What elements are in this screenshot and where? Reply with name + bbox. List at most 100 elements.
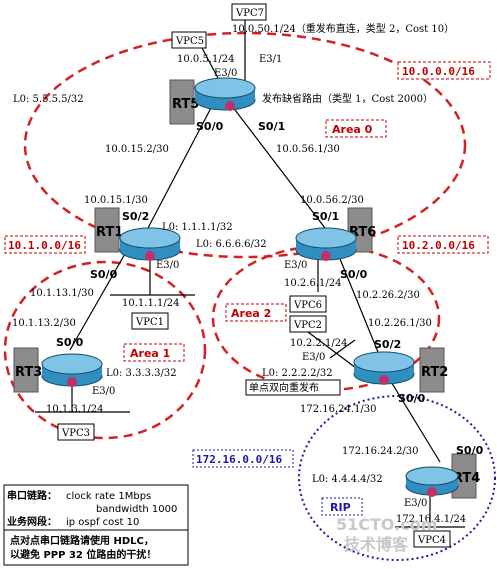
- rt3-e30: E3/0: [92, 386, 115, 397]
- ip-10-1-13-2: 10.1.13.2/30: [12, 318, 76, 329]
- router-rt1[interactable]: RT1: [94, 207, 181, 261]
- note-biz-title: 业务网段：: [7, 515, 57, 528]
- link-rt5-rt6: [231, 105, 326, 229]
- router-rt4[interactable]: RT4: [405, 453, 480, 499]
- vpc6-box[interactable]: [289, 295, 327, 313]
- router-rt6[interactable]: RT6: [295, 207, 376, 261]
- watermark-line1: 51CTO.com: [336, 515, 437, 534]
- router-rt4-top: [405, 466, 459, 486]
- router-rt1-label: RT1: [96, 225, 123, 240]
- net-10-0-box: [397, 61, 491, 80]
- net-10-2-box: [397, 235, 489, 254]
- router-rt1-box: [94, 207, 120, 253]
- link-rt2-vpc2: [307, 331, 357, 369]
- rip-boundary: [298, 395, 496, 561]
- rt5-s01: S0/1: [258, 120, 285, 133]
- area0-label-box: [325, 119, 387, 138]
- ip-10-2-2-1: 10.2.2.1/24: [290, 338, 347, 349]
- rt5-lo: L0: 5.5.5.5/32: [13, 94, 84, 105]
- rt2-redist-box: [245, 379, 341, 396]
- router-rt5-badge: [225, 101, 235, 111]
- vpc7-box[interactable]: [231, 3, 267, 21]
- note-ptp-l2: 以避免 PPP 32 位路由的干扰！: [10, 548, 156, 561]
- router-rt5-top: [194, 77, 256, 99]
- rt5-e30-ip: 10.0.5.1/24: [177, 54, 234, 65]
- rt5-e30: E3/0: [214, 68, 237, 79]
- rip-label: RIP: [330, 501, 351, 514]
- router-rt3[interactable]: RT3: [13, 347, 103, 393]
- link-rt5-rt1: [147, 105, 213, 229]
- rt3-lo: L0: 3.3.3.3/32: [106, 368, 177, 379]
- watermark: 51CTO.com 技术博客: [336, 515, 437, 554]
- link-rt2-bus: [329, 339, 356, 359]
- net-172-label: 172.16.0.0/16: [196, 453, 282, 466]
- router-rt3-label: RT3: [15, 365, 42, 380]
- rt4-e30: E3/0: [404, 498, 427, 509]
- area-labels: Area 0 Area 1 Area 2 RIP: [123, 119, 387, 516]
- router-rt3-top: [41, 353, 103, 375]
- rt5-e31-ip: 10.0.50.1/24（重发布直连，类型 2，Cost 10）: [232, 22, 454, 35]
- link-rt5-vpc5: [199, 43, 221, 83]
- vpc6-label: VPC6: [293, 300, 322, 311]
- net-10-0-label: 10.0.0.0/16: [402, 65, 475, 78]
- rt5-e31: E3/1: [259, 54, 282, 65]
- net-10-1-label: 10.1.0.0/16: [8, 239, 81, 252]
- links: [35, 20, 465, 528]
- rt6-s00: S0/0: [340, 268, 368, 281]
- ip-172-16-4-1: 172.16.4.1/24: [396, 514, 466, 525]
- rt1-e30: E3/0: [156, 260, 179, 271]
- interface-labels: 10.0.50.1/24（重发布直连，类型 2，Cost 10） 10.0.5.…: [12, 22, 484, 525]
- net-10-2-label: 10.2.0.0/16: [402, 239, 475, 252]
- ip-10-0-15-2: 10.0.15.2/30: [105, 144, 169, 155]
- area2-label: Area 2: [231, 307, 271, 320]
- rt1-s00: S0/0: [90, 268, 118, 281]
- router-rt3-box: [13, 347, 39, 393]
- vpc3-box[interactable]: [57, 423, 95, 441]
- vpc2-box[interactable]: [289, 315, 327, 333]
- router-rt2-top: [353, 351, 415, 373]
- vpc1-label: VPC1: [135, 317, 164, 328]
- rt2-s02: S0/2: [374, 338, 401, 351]
- note-biz-l1: ip ospf cost 10: [66, 517, 139, 528]
- area2-label-box: [225, 303, 287, 322]
- note-serial-l2: bandwidth 1000: [96, 504, 177, 515]
- rt5-s00: S0/0: [196, 120, 224, 133]
- router-rt2[interactable]: RT2: [353, 347, 448, 393]
- vpc1-box[interactable]: [131, 312, 169, 330]
- vpc2-label: VPC2: [293, 320, 322, 331]
- rt6-s01: S0/1: [312, 210, 339, 223]
- link-rt1-rt3: [69, 251, 127, 351]
- area-1-boundary: [3, 260, 207, 440]
- ip-10-1-13-1: 10.1.13.1/30: [30, 288, 94, 299]
- area0-label: Area 0: [332, 123, 373, 136]
- watermark-line2: 技术博客: [344, 535, 409, 554]
- area1-label-box: [123, 343, 185, 362]
- rt5-default: 发布缺省路由（类型 1，Cost 2000）: [262, 92, 433, 105]
- router-rt2-label: RT2: [421, 365, 448, 380]
- net-172-box: [192, 449, 294, 468]
- notes-panel: 串口链路： clock rate 1Mbps bandwidth 1000 业务…: [3, 484, 189, 566]
- ip-10-0-15-1: 10.0.15.1/30: [84, 195, 148, 206]
- router-rt1-badge: [145, 251, 155, 261]
- rt6-lo: L0: 6.6.6.6/32: [196, 239, 267, 250]
- ip-10-0-56-1: 10.0.56.1/30: [276, 144, 340, 155]
- vpc4-label: VPC4: [417, 535, 446, 546]
- note-ptp-l1: 点对点串口链路请使用 HDLC，: [10, 534, 154, 547]
- router-rt4-badge: [427, 487, 437, 497]
- vpc5-box[interactable]: [171, 31, 207, 49]
- router-rt5[interactable]: RT5: [169, 77, 256, 125]
- vpc3-label: VPC3: [61, 428, 90, 439]
- rt1-lo: L0: 1.1.1.1/32: [162, 222, 233, 233]
- router-rt5-label: RT5: [172, 97, 199, 112]
- ip-172-16-24-2: 172.16.24.2/30: [342, 446, 419, 457]
- router-rt2-badge: [379, 375, 389, 385]
- rip-label-box: [321, 497, 363, 516]
- vpc4-box[interactable]: [413, 530, 451, 548]
- link-rt2-rt4: [389, 379, 441, 463]
- ip-10-1-3-1: 10.1.3.1/24: [46, 404, 103, 415]
- router-rt6-badge: [321, 251, 331, 261]
- vpc5-label: VPC5: [175, 36, 204, 47]
- rt3-s00: S0/0: [56, 336, 84, 349]
- rt4-lo: L0: 4.4.4.4/32: [312, 474, 383, 485]
